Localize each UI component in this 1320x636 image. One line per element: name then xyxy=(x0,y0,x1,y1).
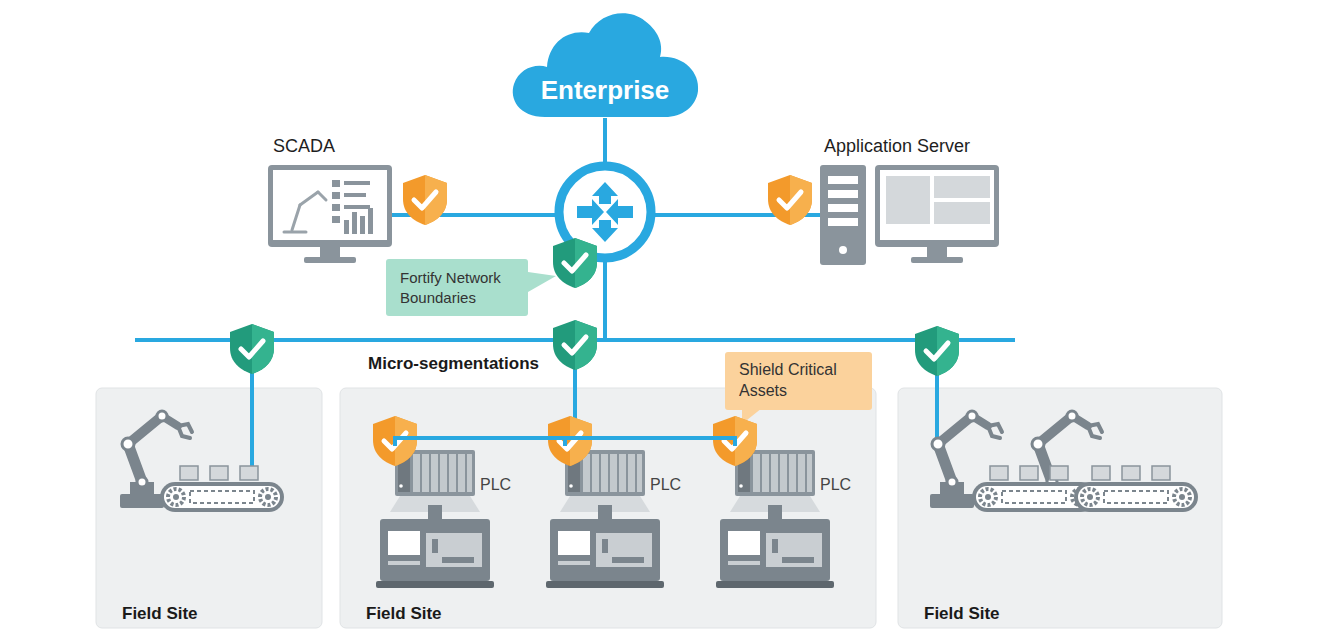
application-server-icon xyxy=(828,190,858,198)
scada-monitor xyxy=(268,165,392,263)
plc-node: PLC xyxy=(562,446,684,498)
callout-box: Fortify Network Boundaries xyxy=(386,259,528,316)
security-shields xyxy=(553,320,597,370)
application-server-icon xyxy=(820,165,999,265)
plc-label: PLC xyxy=(820,476,851,494)
scada-monitor xyxy=(268,165,392,263)
scada-monitor xyxy=(284,231,306,234)
site-label: Field Site xyxy=(366,604,442,624)
site-label: Field Site xyxy=(924,604,1000,624)
field-equipment xyxy=(180,466,258,480)
plc-label: PLC xyxy=(650,476,681,494)
scada-monitor xyxy=(318,192,326,200)
site-label: Field Site xyxy=(122,604,198,624)
scada-monitor xyxy=(352,212,357,234)
scada-monitor xyxy=(344,181,370,185)
scada-node: SCADA xyxy=(265,136,404,268)
application-server-icon xyxy=(828,176,858,254)
router-icon xyxy=(592,220,618,242)
field-equipment xyxy=(716,505,834,588)
scada-monitor xyxy=(332,180,373,234)
application-server-icon xyxy=(934,176,990,198)
application-server-icon xyxy=(839,246,847,254)
plc-node: PLC xyxy=(732,446,854,498)
scada-monitor xyxy=(300,192,318,205)
application-server-icon xyxy=(820,165,866,265)
scada-monitor xyxy=(368,208,373,234)
scada-monitor xyxy=(360,216,365,234)
scada-monitor xyxy=(292,205,300,230)
scada-monitor xyxy=(332,204,340,211)
field-site-panels xyxy=(898,388,1222,628)
security-shields xyxy=(915,326,959,376)
scada-monitor xyxy=(284,192,326,232)
scada-monitor xyxy=(344,205,370,209)
network-wires xyxy=(603,118,607,166)
scada-monitor xyxy=(332,192,340,199)
field-equipment xyxy=(546,505,664,588)
field-site-panels xyxy=(96,388,322,628)
router-icon xyxy=(577,182,633,242)
cloud-shape xyxy=(505,5,705,123)
server-node: Application Server xyxy=(818,136,1007,268)
field-site-panel: Field Site PLC PLC PLC xyxy=(340,388,876,628)
field-site-panels xyxy=(96,388,1222,628)
field-equipment xyxy=(120,411,1198,588)
field-site-panel: Field Site xyxy=(96,388,322,628)
security-shields xyxy=(768,175,812,225)
field-equipment xyxy=(376,505,494,588)
application-server-icon xyxy=(875,165,999,263)
network-link xyxy=(395,438,565,446)
device-label: SCADA xyxy=(273,136,404,157)
field-equipment xyxy=(1074,482,1198,512)
scada-monitor xyxy=(344,220,349,234)
application-server-icon xyxy=(828,204,858,212)
device-label: Application Server xyxy=(824,136,1007,157)
callout-box: Shield Critical Assets xyxy=(725,352,872,410)
field-site-panels xyxy=(340,388,876,628)
field-equipment xyxy=(1092,466,1170,480)
network-wires xyxy=(603,260,607,340)
security-shields xyxy=(403,175,447,225)
network-link xyxy=(565,438,735,446)
field-equipment xyxy=(990,466,1068,480)
callout-tails xyxy=(528,272,556,292)
section-label: Micro-segmentations xyxy=(368,354,539,374)
security-shields xyxy=(230,175,959,466)
network-wires xyxy=(135,118,1015,466)
router-icon xyxy=(571,178,639,246)
scada-monitor xyxy=(332,216,340,223)
field-equipment xyxy=(160,482,284,512)
callout-text: Shield Critical Assets xyxy=(739,360,858,402)
plc-node: PLC xyxy=(392,446,514,498)
application-server-icon xyxy=(828,218,858,226)
application-server-icon xyxy=(934,202,990,224)
scada-monitor xyxy=(332,180,340,187)
security-shields xyxy=(553,238,597,288)
cloud-label: Enterprise xyxy=(505,75,705,106)
security-shields xyxy=(230,324,274,374)
application-server-icon xyxy=(828,176,858,184)
plc-label: PLC xyxy=(480,476,511,494)
field-site-panel: Field Site xyxy=(898,388,1222,628)
security-shields xyxy=(548,416,592,466)
scada-monitor xyxy=(344,193,366,197)
cloud-node: Enterprise xyxy=(505,5,705,123)
callout-text: Fortify Network Boundaries xyxy=(400,268,514,307)
router-icon xyxy=(592,182,618,204)
application-server-icon xyxy=(886,176,930,224)
